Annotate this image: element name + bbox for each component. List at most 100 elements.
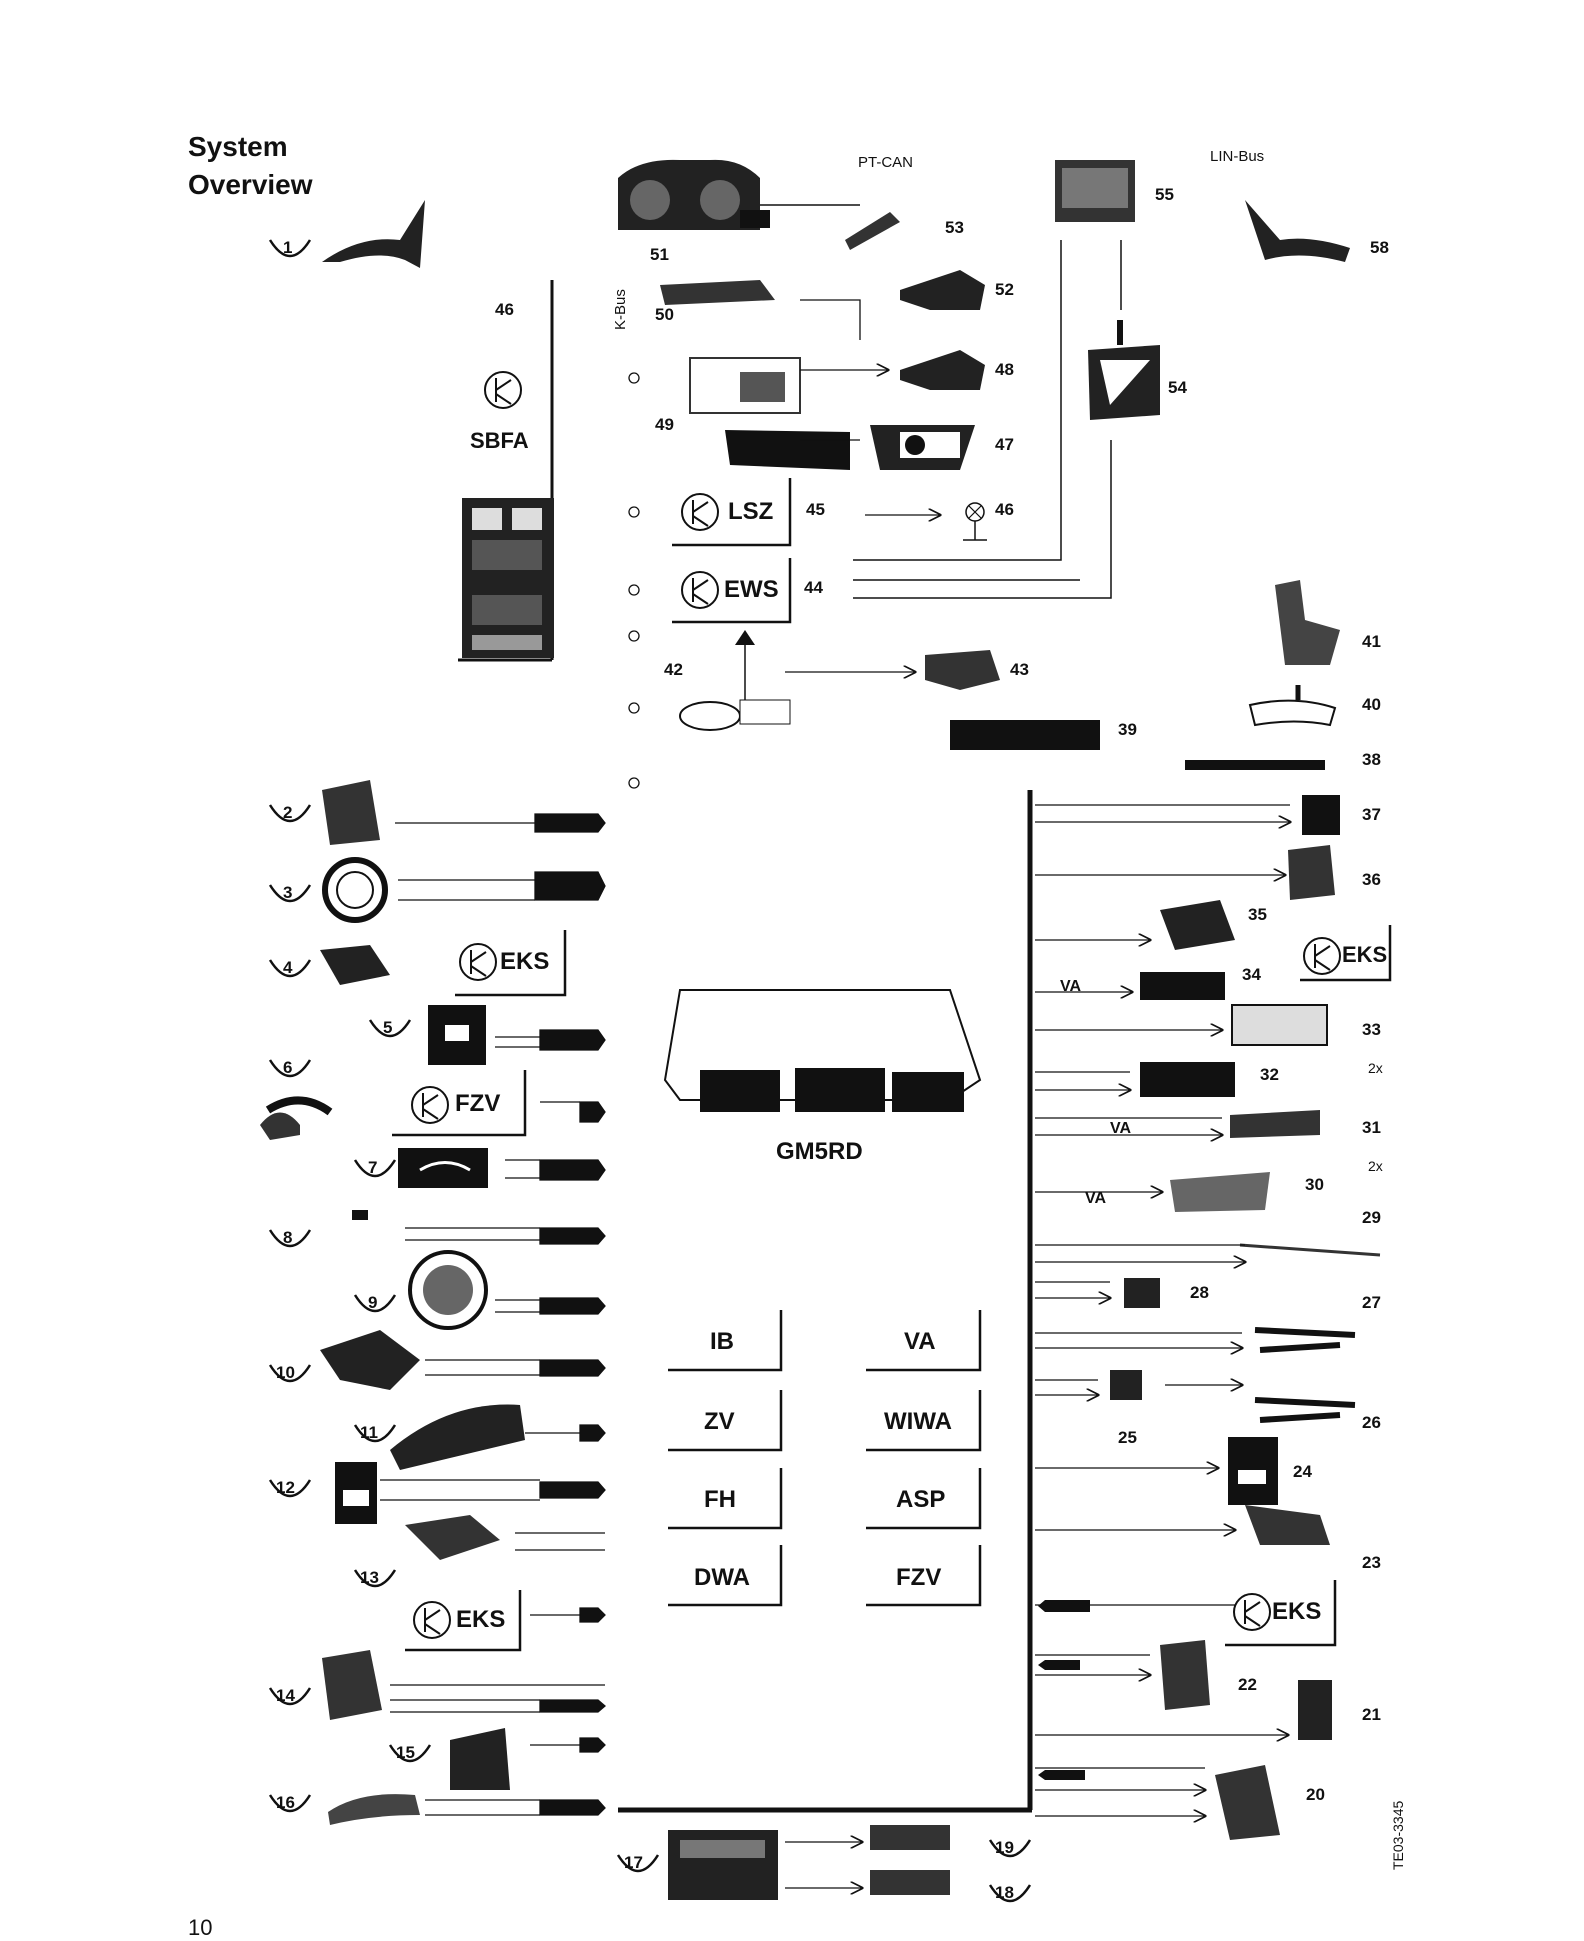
seat-icon-41	[1275, 580, 1340, 665]
ref-34: 34	[1242, 965, 1261, 984]
function-block-fzv: FZV	[896, 1564, 942, 1591]
ref-46-sbfa: 46	[495, 300, 514, 319]
ref-2: 2	[283, 803, 293, 822]
ref-51: 51	[650, 245, 669, 264]
ref-12: 12	[276, 1478, 295, 1497]
strip-icon-38	[1185, 760, 1325, 770]
eks-label-4: EKS	[500, 948, 550, 975]
ref-37: 37	[1362, 805, 1381, 824]
function-block-zv: ZV	[704, 1408, 735, 1435]
ref-52: 52	[995, 280, 1014, 299]
ref-26: 26	[1362, 1413, 1381, 1432]
ref-48: 48	[995, 360, 1014, 379]
motor-icon-52	[900, 270, 985, 310]
function-block-va: VA	[904, 1328, 936, 1355]
ref-43: 43	[1010, 660, 1029, 679]
bottom-component-icons	[668, 1825, 950, 1900]
ref-53: 53	[945, 218, 964, 237]
ref-25: 25	[1118, 1428, 1137, 1447]
reference-hooks	[268, 239, 1032, 1903]
ref-40: 40	[1362, 695, 1381, 714]
pt-can-label: PT-CAN	[858, 154, 914, 171]
va-label-31: VA	[1110, 1120, 1132, 1137]
ref-55: 55	[1155, 185, 1174, 204]
ref-39: 39	[1118, 720, 1137, 739]
ref-13: 13	[360, 1568, 379, 1587]
left-component-icons	[260, 780, 525, 1825]
page-number: 10	[188, 1915, 213, 1940]
control-unit-icon-54	[1088, 320, 1160, 420]
lin-bus-label: LIN-Bus	[1210, 148, 1265, 165]
lin-module-icon-55	[1055, 160, 1135, 222]
ref-8: 8	[283, 1228, 293, 1247]
ref-5: 5	[383, 1018, 393, 1037]
function-block-frames	[668, 1310, 982, 1607]
eks-label-23: EKS	[1272, 1598, 1322, 1625]
k-bus-connectors	[628, 372, 640, 789]
ref-15: 15	[396, 1743, 415, 1762]
motor-icon-48	[900, 350, 985, 390]
fzv-label-6: FZV	[455, 1090, 501, 1117]
ref-7: 7	[368, 1158, 378, 1177]
title-line-2: Overview	[188, 169, 313, 200]
right-arrows	[785, 299, 1290, 1888]
ews-label: EWS	[724, 576, 779, 603]
eks-label-13: EKS	[456, 1606, 506, 1633]
ref-38: 38	[1362, 750, 1381, 769]
ref-19: 19	[995, 1838, 1014, 1857]
mirror-icon-40	[1248, 685, 1337, 727]
ref-50: 50	[655, 305, 674, 324]
title-line-1: System	[188, 131, 288, 162]
eks-label-35: EKS	[1342, 942, 1388, 967]
ref-45: 45	[806, 500, 825, 519]
antenna-module-icon-42	[679, 630, 791, 731]
bus-lines	[458, 204, 1122, 1813]
lamp-icon-46	[963, 502, 987, 541]
function-block-wiwa: WIWA	[884, 1408, 952, 1435]
ref-18: 18	[995, 1883, 1014, 1902]
transistor-icons	[411, 371, 1341, 1639]
sbfa-label: SBFA	[470, 428, 529, 453]
door-handle-icon-1	[322, 200, 425, 268]
function-block-asp: ASP	[896, 1486, 946, 1513]
ref-49: 49	[655, 415, 674, 434]
ref-22: 22	[1238, 1675, 1257, 1694]
function-block-dwa: DWA	[694, 1564, 750, 1591]
ref-23: 23	[1362, 1553, 1381, 1572]
ref-1: 1	[283, 238, 293, 257]
document-id: TE03-3345	[1390, 1800, 1406, 1870]
display-bar-icon-39	[950, 720, 1100, 750]
sbfa-switch-panel	[462, 498, 554, 658]
ref-9: 9	[368, 1293, 378, 1312]
instrument-cluster-icon	[618, 159, 770, 230]
door-handle-icon-58	[1245, 200, 1350, 262]
ref-58: 58	[1370, 238, 1389, 257]
right-filled-arrows	[1038, 1600, 1090, 1780]
central-module-label: GM5RD	[776, 1138, 863, 1165]
ref-27: 27	[1362, 1293, 1381, 1312]
ref-3: 3	[283, 883, 293, 902]
ref-44: 44	[804, 578, 823, 597]
ref-31: 31	[1362, 1118, 1381, 1137]
ref-42: 42	[664, 660, 683, 679]
ref-4: 4	[283, 958, 293, 977]
page-title: System Overview	[188, 128, 313, 204]
ref-41: 41	[1362, 632, 1381, 651]
submodule-frames	[392, 478, 1392, 1652]
sensor-icon-53	[845, 212, 900, 250]
right-component-icons	[1110, 795, 1381, 1840]
ref-21: 21	[1362, 1705, 1381, 1724]
ref-32: 32	[1260, 1065, 1279, 1084]
ref-24: 24	[1293, 1462, 1312, 1481]
ref-17: 17	[624, 1853, 643, 1872]
twice-label-31: 2x	[1368, 1158, 1383, 1174]
ref-46-lamp: 46	[995, 500, 1014, 519]
ref-6: 6	[283, 1058, 293, 1077]
ref-10: 10	[276, 1363, 295, 1382]
lsz-label: LSZ	[728, 498, 774, 525]
ref-54: 54	[1168, 378, 1187, 397]
ref-33: 33	[1362, 1020, 1381, 1039]
motor-icon-43	[925, 650, 1000, 690]
va-label-30: VA	[1085, 1190, 1107, 1207]
